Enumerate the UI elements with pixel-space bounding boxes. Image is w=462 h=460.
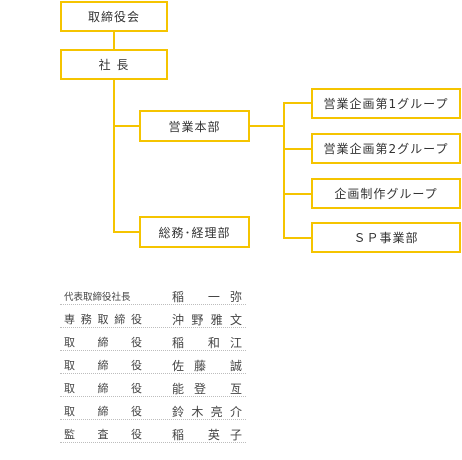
board-label: 取締役会 — [87, 10, 140, 24]
connector-to-sales-hq — [113, 125, 139, 127]
sp-dept-label: ＳＰ事業部 — [353, 231, 419, 245]
executive-name: 稲 和江 — [172, 336, 242, 350]
sales-hq-box: 営業本部 — [139, 110, 250, 142]
executive-title: 取締役 — [64, 336, 142, 349]
executive-row: 取締役 稲 和江 — [60, 328, 246, 351]
sales-group-1-box: 営業企画第1グループ — [311, 88, 461, 119]
connector-sales-hq-out — [250, 125, 284, 127]
president-box: 社 長 — [60, 49, 168, 80]
executive-name: 鈴木亮介 — [172, 405, 242, 419]
sales-group-2-box: 営業企画第2グループ — [311, 133, 461, 164]
executive-title: 監査役 — [64, 428, 142, 441]
connector-to-planning — [283, 193, 311, 195]
executive-name: 沖野雅文 — [172, 313, 242, 327]
connector-to-sp — [283, 237, 311, 239]
sales-group-1-label: 営業企画第1グループ — [323, 97, 449, 111]
board-box: 取締役会 — [60, 1, 168, 32]
executive-name: 能登 亙 — [172, 382, 242, 396]
executive-title: 専務取締役 — [64, 313, 142, 326]
sp-dept-box: ＳＰ事業部 — [311, 222, 461, 253]
executive-title: 取締役 — [64, 382, 142, 395]
planning-group-box: 企画制作グループ — [311, 178, 461, 209]
connector-to-group-1 — [283, 102, 311, 104]
admin-dept-label: 総務･経理部 — [158, 225, 231, 240]
executive-row: 代表取締役社長 稲 一弥 — [60, 282, 246, 305]
planning-group-label: 企画制作グループ — [334, 187, 438, 201]
sales-group-2-label: 営業企画第2グループ — [323, 142, 449, 156]
admin-dept-box: 総務･経理部 — [139, 216, 250, 248]
president-label: 社 長 — [98, 58, 130, 72]
connector-president-trunk — [113, 79, 115, 232]
connector-to-group-2 — [283, 148, 311, 150]
connector-board-president — [113, 31, 115, 49]
connector-to-admin — [113, 231, 139, 233]
connector-groups-trunk — [283, 102, 285, 238]
executive-row: 取締役 鈴木亮介 — [60, 397, 246, 420]
executive-row: 監査役 稲 英子 — [60, 420, 246, 443]
executive-row: 取締役 佐藤 誠 — [60, 351, 246, 374]
executive-title: 代表取締役社長 — [64, 292, 131, 303]
executive-title: 取締役 — [64, 405, 142, 418]
executive-title: 取締役 — [64, 359, 142, 372]
executive-list: 代表取締役社長 稲 一弥 専務取締役 沖野雅文 取締役 稲 和江 取締役 佐藤 … — [60, 282, 246, 443]
executive-row: 専務取締役 沖野雅文 — [60, 305, 246, 328]
executive-name: 稲 一弥 — [172, 290, 242, 304]
executive-name: 稲 英子 — [172, 428, 242, 442]
sales-hq-label: 営業本部 — [168, 119, 221, 134]
executive-row: 取締役 能登 亙 — [60, 374, 246, 397]
executive-name: 佐藤 誠 — [172, 359, 242, 373]
